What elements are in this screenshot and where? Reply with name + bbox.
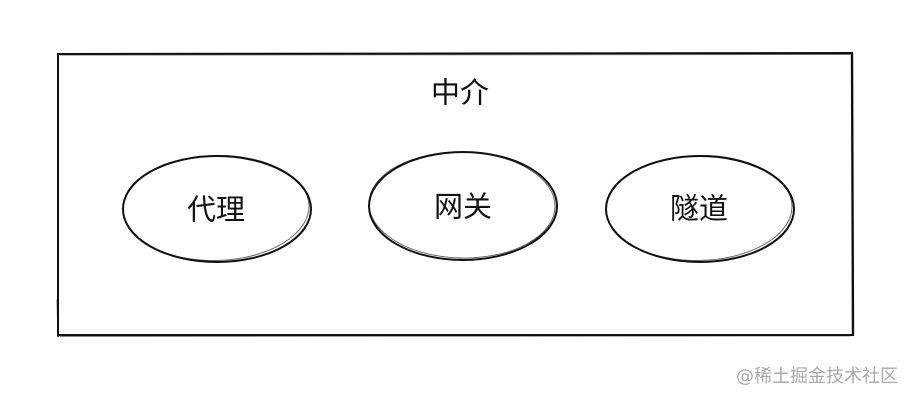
ellipse-tunnel bbox=[605, 155, 795, 263]
container-box bbox=[56, 51, 855, 337]
watermark: @稀土掘金技术社区 bbox=[736, 366, 898, 387]
container-title: 中介 bbox=[430, 75, 490, 110]
node-label-gateway: 网关 bbox=[433, 189, 493, 224]
ellipse-gateway bbox=[368, 151, 558, 261]
ellipse-proxy bbox=[122, 155, 312, 263]
node-label-tunnel: 隧道 bbox=[669, 191, 729, 226]
node-label-proxy: 代理 bbox=[186, 192, 246, 227]
